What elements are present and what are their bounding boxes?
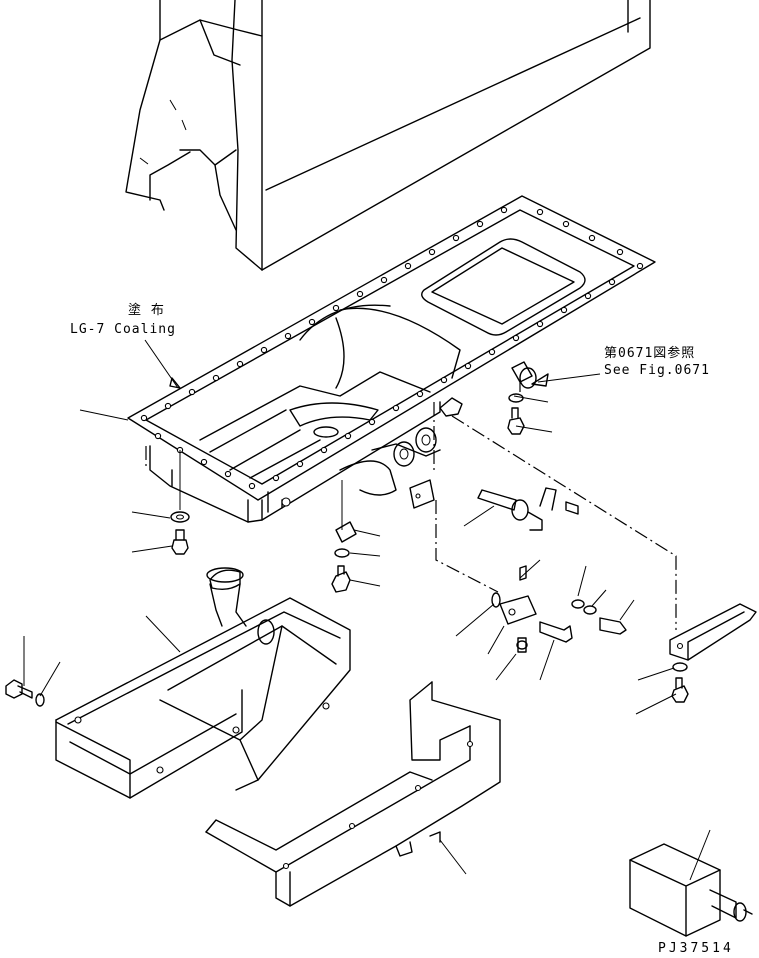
lower-oil-pan [55,567,351,799]
oil-pan-upper-flange [127,195,656,501]
flange-bolt-holes [140,206,644,490]
left-washer-bolt [170,450,190,555]
drawing-code: PJ37514 [658,941,734,956]
center-clip-bolt [331,480,351,593]
engine-block [125,0,651,271]
assembly-lines [145,382,677,630]
pipe-assembly [335,427,579,543]
reference-label-jp: 第0671図参照 [604,345,695,361]
oil-pan-body [149,304,461,523]
coating-label-jp: 塗 布 [128,302,165,318]
leader-lines [23,339,711,881]
left-lower-bolt [5,679,45,707]
reference-label-en: See Fig.0671 [604,363,710,378]
shaft-part [629,843,753,937]
engine-support-bracket [205,681,501,907]
right-upper-clamp [439,361,537,435]
coating-label-en: LG-7 Coaling [70,322,176,337]
dipstick-guide [669,603,757,703]
switch-subassembly [491,565,627,653]
